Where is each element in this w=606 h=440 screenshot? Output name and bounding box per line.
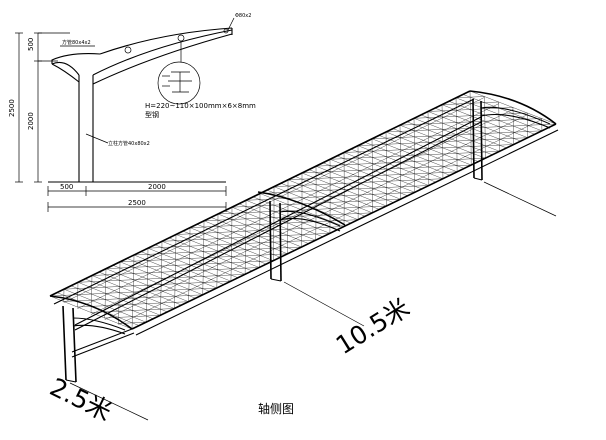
column-front <box>62 305 135 383</box>
cantilever-beam <box>51 27 233 85</box>
mesh-line <box>364 142 451 176</box>
mesh-line <box>126 258 210 292</box>
dimension-pole-height: 2000 <box>27 112 35 130</box>
mesh-line <box>434 107 521 142</box>
tip-note: Φ80x2 <box>235 13 251 19</box>
mesh-line <box>145 309 147 323</box>
mesh-line <box>308 169 394 203</box>
column <box>72 75 100 183</box>
dimension-total-span: 2500 <box>128 199 146 207</box>
section-spec-line1: H=220~110×100mm×6×8mm <box>145 102 256 110</box>
dimension-right-span: 2000 <box>148 183 166 191</box>
section-spec-line2: 型钢 <box>145 110 159 119</box>
mesh-line <box>280 183 366 217</box>
dimension-total-height: 2500 <box>8 99 16 117</box>
mesh-line <box>112 265 196 299</box>
mesh-line <box>448 101 535 135</box>
vertical-dimension-lines <box>15 32 70 183</box>
mesh-line <box>294 176 380 210</box>
mesh-line <box>70 285 154 319</box>
column-back <box>472 98 551 181</box>
mesh-line <box>182 230 267 265</box>
column-beam <box>74 116 482 326</box>
dimension-left-span: 500 <box>60 183 73 191</box>
mesh-line <box>118 311 119 324</box>
roof-outline <box>49 90 559 336</box>
mesh-line <box>322 162 408 196</box>
mesh-line <box>154 244 239 278</box>
mesh-line <box>336 155 422 190</box>
axonometric-caption: 轴侧图 <box>258 401 294 416</box>
beam-note: 方管80x4x2 <box>62 39 91 46</box>
mesh-line <box>350 148 436 183</box>
section-detail <box>157 41 201 105</box>
mesh-line <box>140 251 224 285</box>
section-view: 500 2000 2500 方管80x4x2 Φ80x2 <box>8 13 256 212</box>
mesh-line <box>98 271 182 306</box>
column-note: 立柱方管40x80x2 <box>108 140 150 147</box>
column-middle <box>269 200 341 282</box>
width-label: 2.5米 <box>45 372 116 426</box>
mesh-line <box>84 278 168 313</box>
length-dimension <box>283 181 557 327</box>
roof-mesh <box>49 90 557 330</box>
mesh-line <box>168 237 253 272</box>
length-label: 10.5米 <box>331 293 415 360</box>
width-dimension <box>69 382 149 421</box>
dimension-top-height: 500 <box>27 38 35 51</box>
